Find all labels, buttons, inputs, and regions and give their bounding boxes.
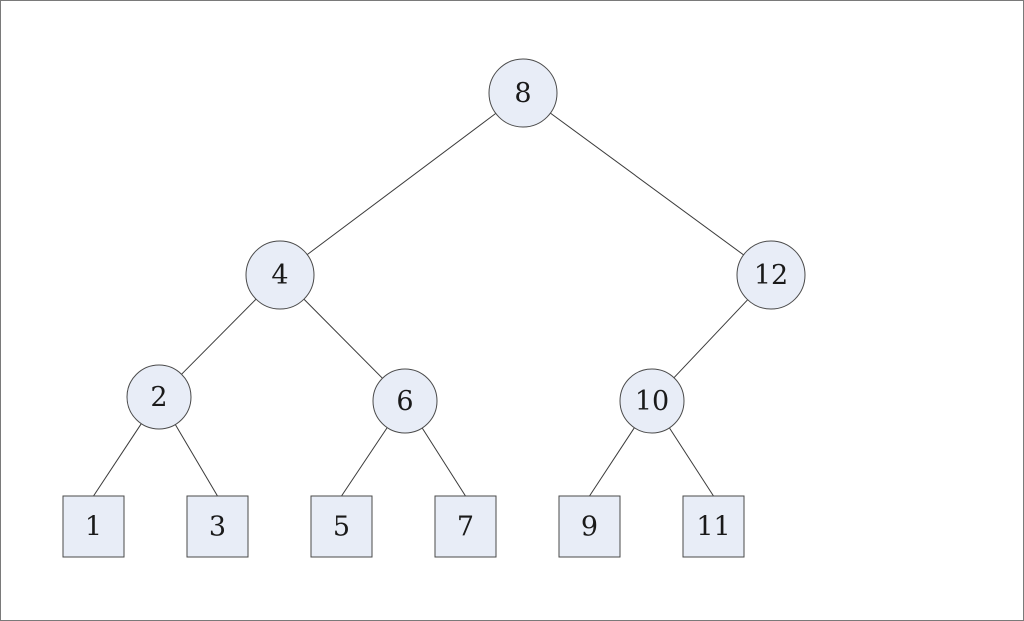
tree-node-12: 12	[736, 240, 806, 310]
leaf-node-3: 3	[186, 495, 249, 558]
tree-node-4: 4	[245, 240, 315, 310]
node-circle	[736, 240, 806, 310]
edge-n6-l7	[421, 427, 466, 497]
edge-n2-l3	[174, 424, 218, 497]
edges-layer	[93, 112, 749, 497]
leaf-square	[310, 495, 373, 558]
edge-n8-n12	[550, 112, 744, 256]
leaf-square	[682, 495, 745, 558]
node-label: 6	[396, 386, 413, 417]
edge-n12-n10	[673, 299, 749, 379]
leaf-label: 11	[696, 512, 730, 543]
nodes-layer: 8 4 12 2 6 10 1 3 5 7 9 11	[62, 58, 806, 558]
leaf-square	[186, 495, 249, 558]
edge-n8-n4	[306, 112, 497, 256]
leaf-square	[434, 495, 497, 558]
leaf-node-11: 11	[682, 495, 745, 558]
node-circle	[245, 240, 315, 310]
leaf-node-9: 9	[558, 495, 621, 558]
edge-n10-l9	[589, 427, 635, 497]
tree-node-8: 8	[488, 58, 558, 128]
edge-n2-l1	[93, 423, 142, 497]
leaf-label: 1	[85, 512, 102, 543]
leaf-label: 9	[581, 512, 598, 543]
node-label: 12	[754, 260, 788, 291]
node-label: 8	[514, 78, 531, 109]
edge-n4-n6	[303, 298, 383, 379]
leaf-node-7: 7	[434, 495, 497, 558]
tree-node-2: 2	[126, 364, 192, 430]
leaf-square	[558, 495, 621, 558]
edge-n6-l5	[341, 427, 388, 497]
leaf-label: 3	[209, 512, 226, 543]
leaf-square	[62, 495, 125, 558]
node-circle	[619, 368, 685, 434]
edge-n4-n2	[181, 298, 257, 375]
node-label: 4	[271, 260, 288, 291]
edge-n10-l11	[668, 427, 714, 497]
tree-node-6: 6	[372, 368, 438, 434]
node-circle	[372, 368, 438, 434]
node-label: 2	[150, 382, 167, 413]
node-label: 10	[635, 386, 669, 417]
node-circle	[126, 364, 192, 430]
leaf-label: 7	[457, 512, 474, 543]
leaf-node-1: 1	[62, 495, 125, 558]
tree-node-10: 10	[619, 368, 685, 434]
node-circle	[488, 58, 558, 128]
leaf-label: 5	[333, 512, 350, 543]
leaf-node-5: 5	[310, 495, 373, 558]
